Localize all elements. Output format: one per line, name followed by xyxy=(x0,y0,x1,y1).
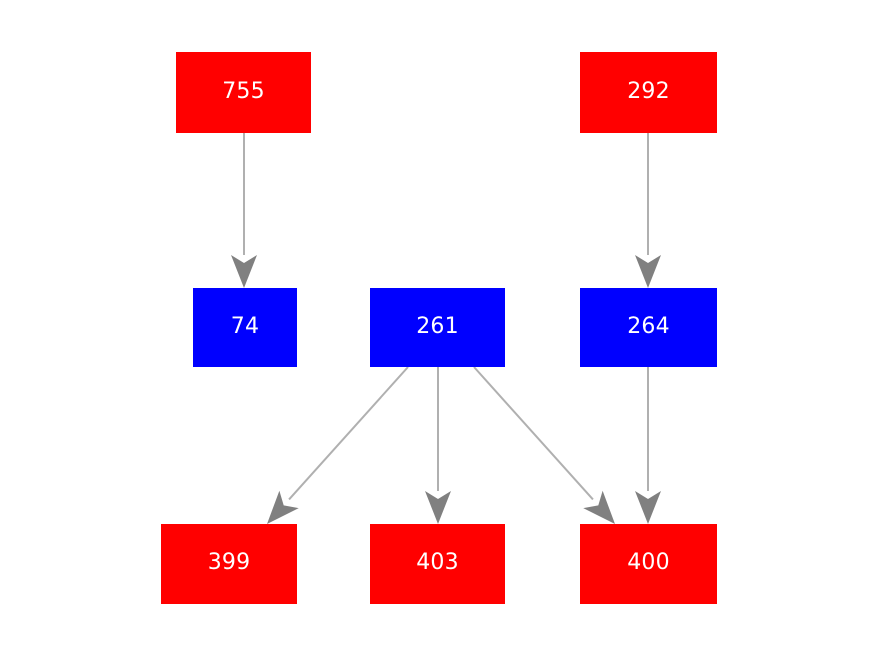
edge-n261-to-n399 xyxy=(267,366,409,524)
edge-arrowhead-icon xyxy=(267,490,299,524)
edge-arrowhead-icon xyxy=(635,491,661,524)
node-label: 292 xyxy=(627,78,670,104)
edge-line xyxy=(288,366,409,501)
edge-n261-to-n403 xyxy=(425,367,451,524)
edge-n292-to-n264 xyxy=(635,133,661,288)
edge-arrowhead-icon xyxy=(635,255,661,288)
edge-n264-to-n400 xyxy=(635,367,661,524)
edge-arrowhead-icon xyxy=(583,490,615,524)
edge-line xyxy=(473,366,594,501)
graph-node-403[interactable]: 403 xyxy=(370,524,505,604)
node-label: 74 xyxy=(230,313,260,339)
edge-arrowhead-icon xyxy=(231,255,257,288)
graph-node-261[interactable]: 261 xyxy=(370,288,505,367)
edge-n261-to-n400 xyxy=(473,366,615,524)
graph-node-74[interactable]: 74 xyxy=(193,288,297,367)
node-label: 264 xyxy=(627,313,670,339)
node-label: 400 xyxy=(627,550,670,575)
graph-node-400[interactable]: 400 xyxy=(580,524,717,604)
node-label: 399 xyxy=(207,550,251,575)
node-label: 403 xyxy=(416,550,459,575)
graph-node-755[interactable]: 755 xyxy=(176,52,311,133)
node-label: 755 xyxy=(222,78,265,104)
graph-node-292[interactable]: 292 xyxy=(580,52,717,133)
graph-node-264[interactable]: 264 xyxy=(580,288,717,367)
edge-arrowhead-icon xyxy=(425,491,451,524)
graph-node-399[interactable]: 399 xyxy=(161,524,297,604)
edge-n755-to-n74 xyxy=(231,133,257,288)
node-label: 261 xyxy=(416,313,459,339)
